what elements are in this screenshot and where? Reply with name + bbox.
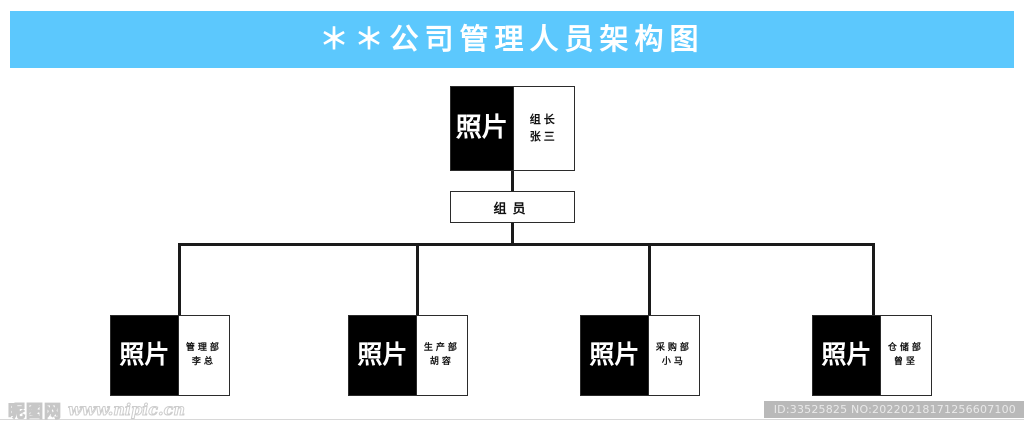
node-info-child-1: 管理部 李总: [177, 316, 229, 395]
photo-placeholder-child-4: 照片: [813, 316, 880, 395]
node-info-root: 组长 张三: [512, 87, 574, 170]
node-dept-child-4: 仓储部: [887, 343, 924, 353]
connector-root-to-middle: [511, 171, 514, 191]
photo-label-root: 照片: [455, 112, 508, 143]
photo-placeholder-child-3: 照片: [581, 316, 648, 395]
node-child-1[interactable]: 照片 管理部 李总: [110, 315, 230, 396]
connector-horizontal-bus: [178, 243, 874, 246]
photo-label-child-3: 照片: [589, 340, 640, 370]
site-url-watermark: www.nipic.cn: [68, 400, 186, 420]
site-name-watermark: 昵图网: [8, 402, 62, 423]
photo-placeholder-child-1: 照片: [111, 316, 178, 395]
node-middle-members[interactable]: 组员: [450, 191, 575, 223]
connector-drop-3: [648, 243, 651, 315]
node-dept-root: 组长: [529, 113, 558, 126]
node-person-child-4: 曾坚: [893, 356, 918, 367]
photo-label-child-1: 照片: [119, 340, 170, 370]
photo-label-child-4: 照片: [821, 340, 872, 370]
connector-drop-4: [872, 243, 875, 315]
node-dept-child-1: 管理部: [185, 343, 222, 353]
node-middle-label: 组员: [493, 201, 532, 217]
asset-id-watermark: ID:33525825 NO:20220218171256607100: [763, 401, 1024, 418]
node-person-child-2: 胡容: [429, 356, 454, 367]
node-info-child-4: 仓储部 曾坚: [879, 316, 931, 395]
photo-label-child-2: 照片: [357, 340, 408, 370]
node-info-child-3: 采购部 小马: [647, 316, 699, 395]
node-child-2[interactable]: 照片 生产部 胡容: [348, 315, 468, 396]
connector-drop-2: [416, 243, 419, 315]
node-dept-child-2: 生产部: [423, 343, 460, 353]
node-person-root: 张三: [529, 129, 558, 143]
connector-middle-to-bus: [511, 223, 514, 245]
node-person-child-3: 小马: [661, 356, 686, 367]
page-title: ＊＊公司管理人员架构图: [319, 22, 705, 56]
chart-canvas: 照片 组长 张三 组员 照片 管理部 李总: [0, 68, 1024, 398]
footer-divider: [0, 419, 1024, 420]
node-person-child-1: 李总: [191, 356, 216, 367]
node-info-child-2: 生产部 胡容: [415, 316, 467, 395]
photo-placeholder-root: 照片: [451, 87, 513, 170]
node-dept-child-3: 采购部: [655, 343, 692, 353]
site-watermark: 昵图网 www.nipic.cn: [8, 397, 186, 423]
node-child-3[interactable]: 照片 采购部 小马: [580, 315, 700, 396]
connector-drop-1: [178, 243, 181, 315]
node-root[interactable]: 照片 组长 张三: [450, 86, 575, 171]
title-banner: ＊＊公司管理人员架构图: [10, 11, 1014, 68]
node-child-4[interactable]: 照片 仓储部 曾坚: [812, 315, 932, 396]
photo-placeholder-child-2: 照片: [349, 316, 416, 395]
